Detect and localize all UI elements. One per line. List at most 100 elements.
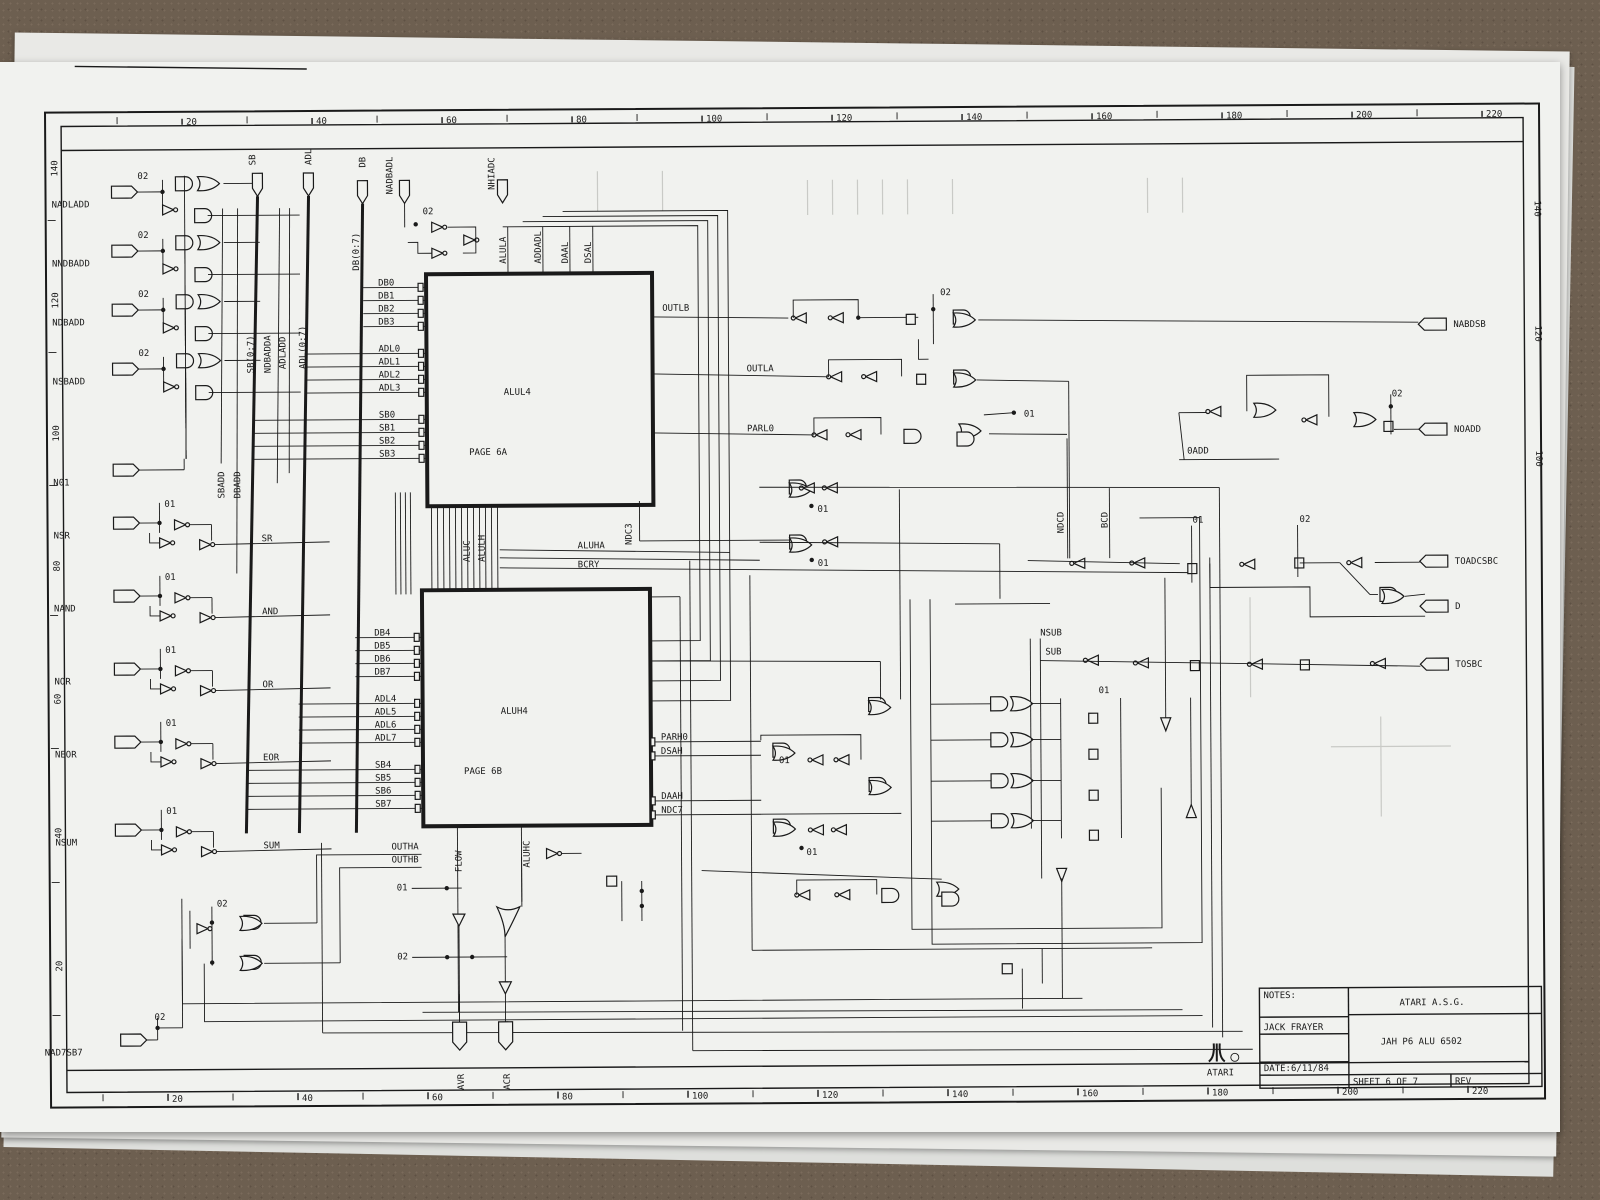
wire — [150, 751, 161, 763]
wire — [749, 575, 753, 951]
pin-stub — [418, 453, 425, 463]
top-ruler-tick: 80 — [576, 115, 587, 125]
wire — [1404, 593, 1426, 597]
chip-pin-label: NDC3 — [625, 523, 635, 545]
buffer-gate — [431, 221, 445, 234]
inverter-bubble — [798, 485, 804, 491]
clock-label: 01 — [1192, 516, 1203, 526]
wire — [1039, 638, 1043, 879]
drawn-by: JACK FRAYER — [1264, 1023, 1324, 1033]
wire — [490, 505, 493, 590]
pin-stub — [417, 295, 424, 305]
right-ruler-tick: 120 — [1532, 325, 1542, 341]
pin-stub — [417, 282, 424, 292]
wire — [404, 492, 407, 595]
junction-dot — [639, 903, 645, 909]
buffer-gate — [545, 847, 559, 860]
latch-box — [905, 313, 916, 325]
junction-dot — [931, 306, 936, 312]
wire — [484, 505, 487, 590]
pin-stub — [650, 751, 656, 761]
title-block: NOTES: ATARI A.S.G. JACK FRAYER JAH P6 A… — [1207, 985, 1543, 1089]
pin-stub — [413, 645, 420, 655]
buffer-gate — [1055, 867, 1068, 884]
signal-bcry: BCRY — [578, 560, 600, 570]
pin-stub — [418, 440, 425, 450]
bottom-ruler-tick: 180 — [1212, 1088, 1228, 1098]
wire — [149, 532, 160, 544]
wire — [181, 938, 1083, 1005]
clock-label: 02 — [138, 290, 149, 300]
or-gate — [952, 372, 977, 388]
wire — [752, 947, 1153, 951]
signal-0add: 0ADD — [1187, 447, 1209, 457]
wire — [214, 541, 330, 546]
chip-pin-label: PARH0 — [661, 733, 688, 743]
wire — [828, 358, 903, 377]
pin-stub — [418, 414, 425, 424]
buffer-gate — [163, 380, 177, 393]
and-gate — [903, 428, 922, 444]
junction-dot — [160, 189, 165, 195]
buffer-gate — [199, 684, 213, 697]
inverter-bubble — [170, 686, 177, 692]
wire — [639, 539, 790, 542]
bottom-ruler-tick: 80 — [562, 1092, 573, 1102]
chip-pin-label: ADL4 — [375, 694, 397, 704]
wire — [254, 457, 428, 460]
function-sr-label: SR — [262, 534, 273, 544]
top-ruler-tick: 140 — [966, 113, 982, 123]
inverter-bubble — [186, 829, 193, 835]
or-gate — [1009, 695, 1034, 712]
function-or-label: OR — [262, 680, 273, 690]
and-gate — [175, 235, 194, 251]
and-gate — [175, 353, 195, 369]
inverter-bubble — [207, 926, 213, 932]
left-ruler-tick: 100 — [52, 425, 62, 441]
pin-stub — [418, 427, 425, 437]
function-eor-label: EOR — [263, 753, 280, 763]
input-ndbadd-label: NDBADD — [52, 318, 85, 328]
wire — [454, 506, 457, 591]
chip-pin-label: ADL1 — [379, 357, 401, 367]
wire — [298, 728, 423, 731]
buffer-gate — [175, 825, 189, 838]
left-ruler-tick: 20 — [55, 961, 65, 972]
latch-box — [1088, 829, 1100, 841]
buffer-gate — [793, 312, 807, 324]
signal-outla: OUTLA — [747, 364, 775, 374]
output-tosbc-label: TOSBC — [1455, 660, 1482, 670]
clock-label: 02 — [1392, 389, 1403, 399]
or-gate — [1010, 812, 1035, 829]
inverter-bubble — [184, 522, 191, 528]
wire — [207, 214, 300, 217]
clock-label: 02 — [940, 288, 951, 298]
inverter-bubble — [556, 850, 563, 857]
buffer-gate — [1208, 405, 1222, 418]
wire — [150, 678, 161, 690]
wire — [203, 963, 1203, 1023]
signal-outha: OUTHA — [391, 842, 419, 852]
buffer-gate — [814, 428, 828, 441]
pin-stub — [414, 803, 421, 813]
wire — [654, 754, 761, 757]
pin-stub — [413, 658, 421, 668]
inverter-bubble — [173, 266, 179, 272]
wire — [466, 506, 469, 591]
wire — [458, 926, 461, 1023]
buffer-gate — [463, 234, 477, 246]
buffer-gate — [159, 609, 173, 622]
input-port — [113, 662, 142, 676]
junction-dot — [1388, 404, 1394, 409]
pin-stub — [414, 777, 421, 787]
clock-label: 01 — [817, 505, 828, 515]
atari-logo-text: ATARI — [1207, 1068, 1234, 1078]
chip-pin-label: NDC7 — [661, 806, 683, 816]
notes-label: NOTES: — [1263, 991, 1296, 1001]
wire — [502, 225, 701, 642]
wire — [422, 1009, 1183, 1013]
inverter-bubble — [173, 325, 179, 331]
inverter-bubble — [1239, 561, 1245, 567]
